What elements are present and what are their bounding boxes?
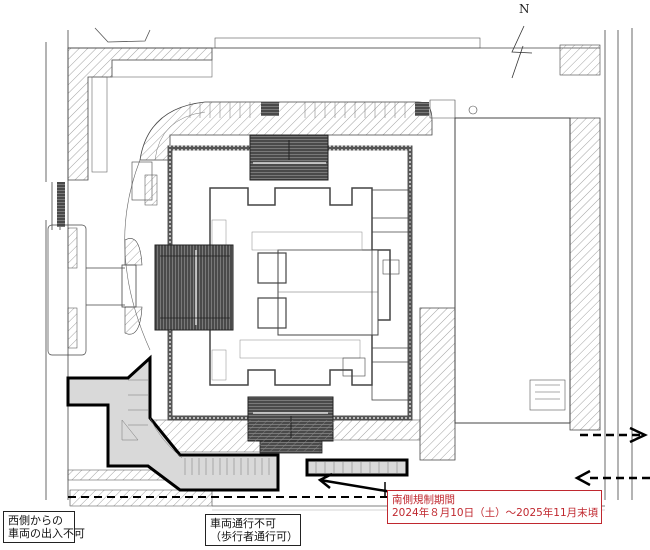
east-building [454,117,571,424]
vehicle-notice-line2: （歩行者通行可） [210,530,298,543]
west-entry-notice: 西側からの 車両の出入不可 [3,511,85,543]
north-arrow-icon [511,25,533,79]
closed-area-south [305,458,409,477]
north-dark-block-1 [261,102,279,116]
vehicle-restriction-notice: 車両通行不可 （歩行者通行可） [205,514,301,546]
closed-area-southwest [66,354,280,492]
west-stair-north [57,182,65,227]
east-inbound-arrow [574,469,650,487]
east-corridor [371,189,411,401]
west-road [45,30,69,500]
east-outbound-arrow [580,426,648,444]
restriction-period-notice: 南側規制期間 2024年８月10日（土）～2025年11月末頃 [387,490,602,524]
central-hall [277,249,379,336]
period-notice-dates: 2024年８月10日（土）～2025年11月末頃 [392,507,599,519]
west-gate-bridge [86,264,137,308]
period-notice-title: 南側規制期間 [392,494,455,506]
south-hatched-plaza [139,419,421,453]
north-dark-block-2 [415,102,429,116]
east-hatched-strip [569,117,601,431]
east-stairs [382,259,400,275]
west-notice-line2: 車両の出入不可 [8,527,85,540]
west-notice-line1: 西側からの [8,514,63,527]
vehicle-notice-line1: 車両通行不可 [210,517,276,530]
pointer-arrow [317,472,393,498]
west-stairway [154,244,234,331]
north-label: N [519,2,530,16]
